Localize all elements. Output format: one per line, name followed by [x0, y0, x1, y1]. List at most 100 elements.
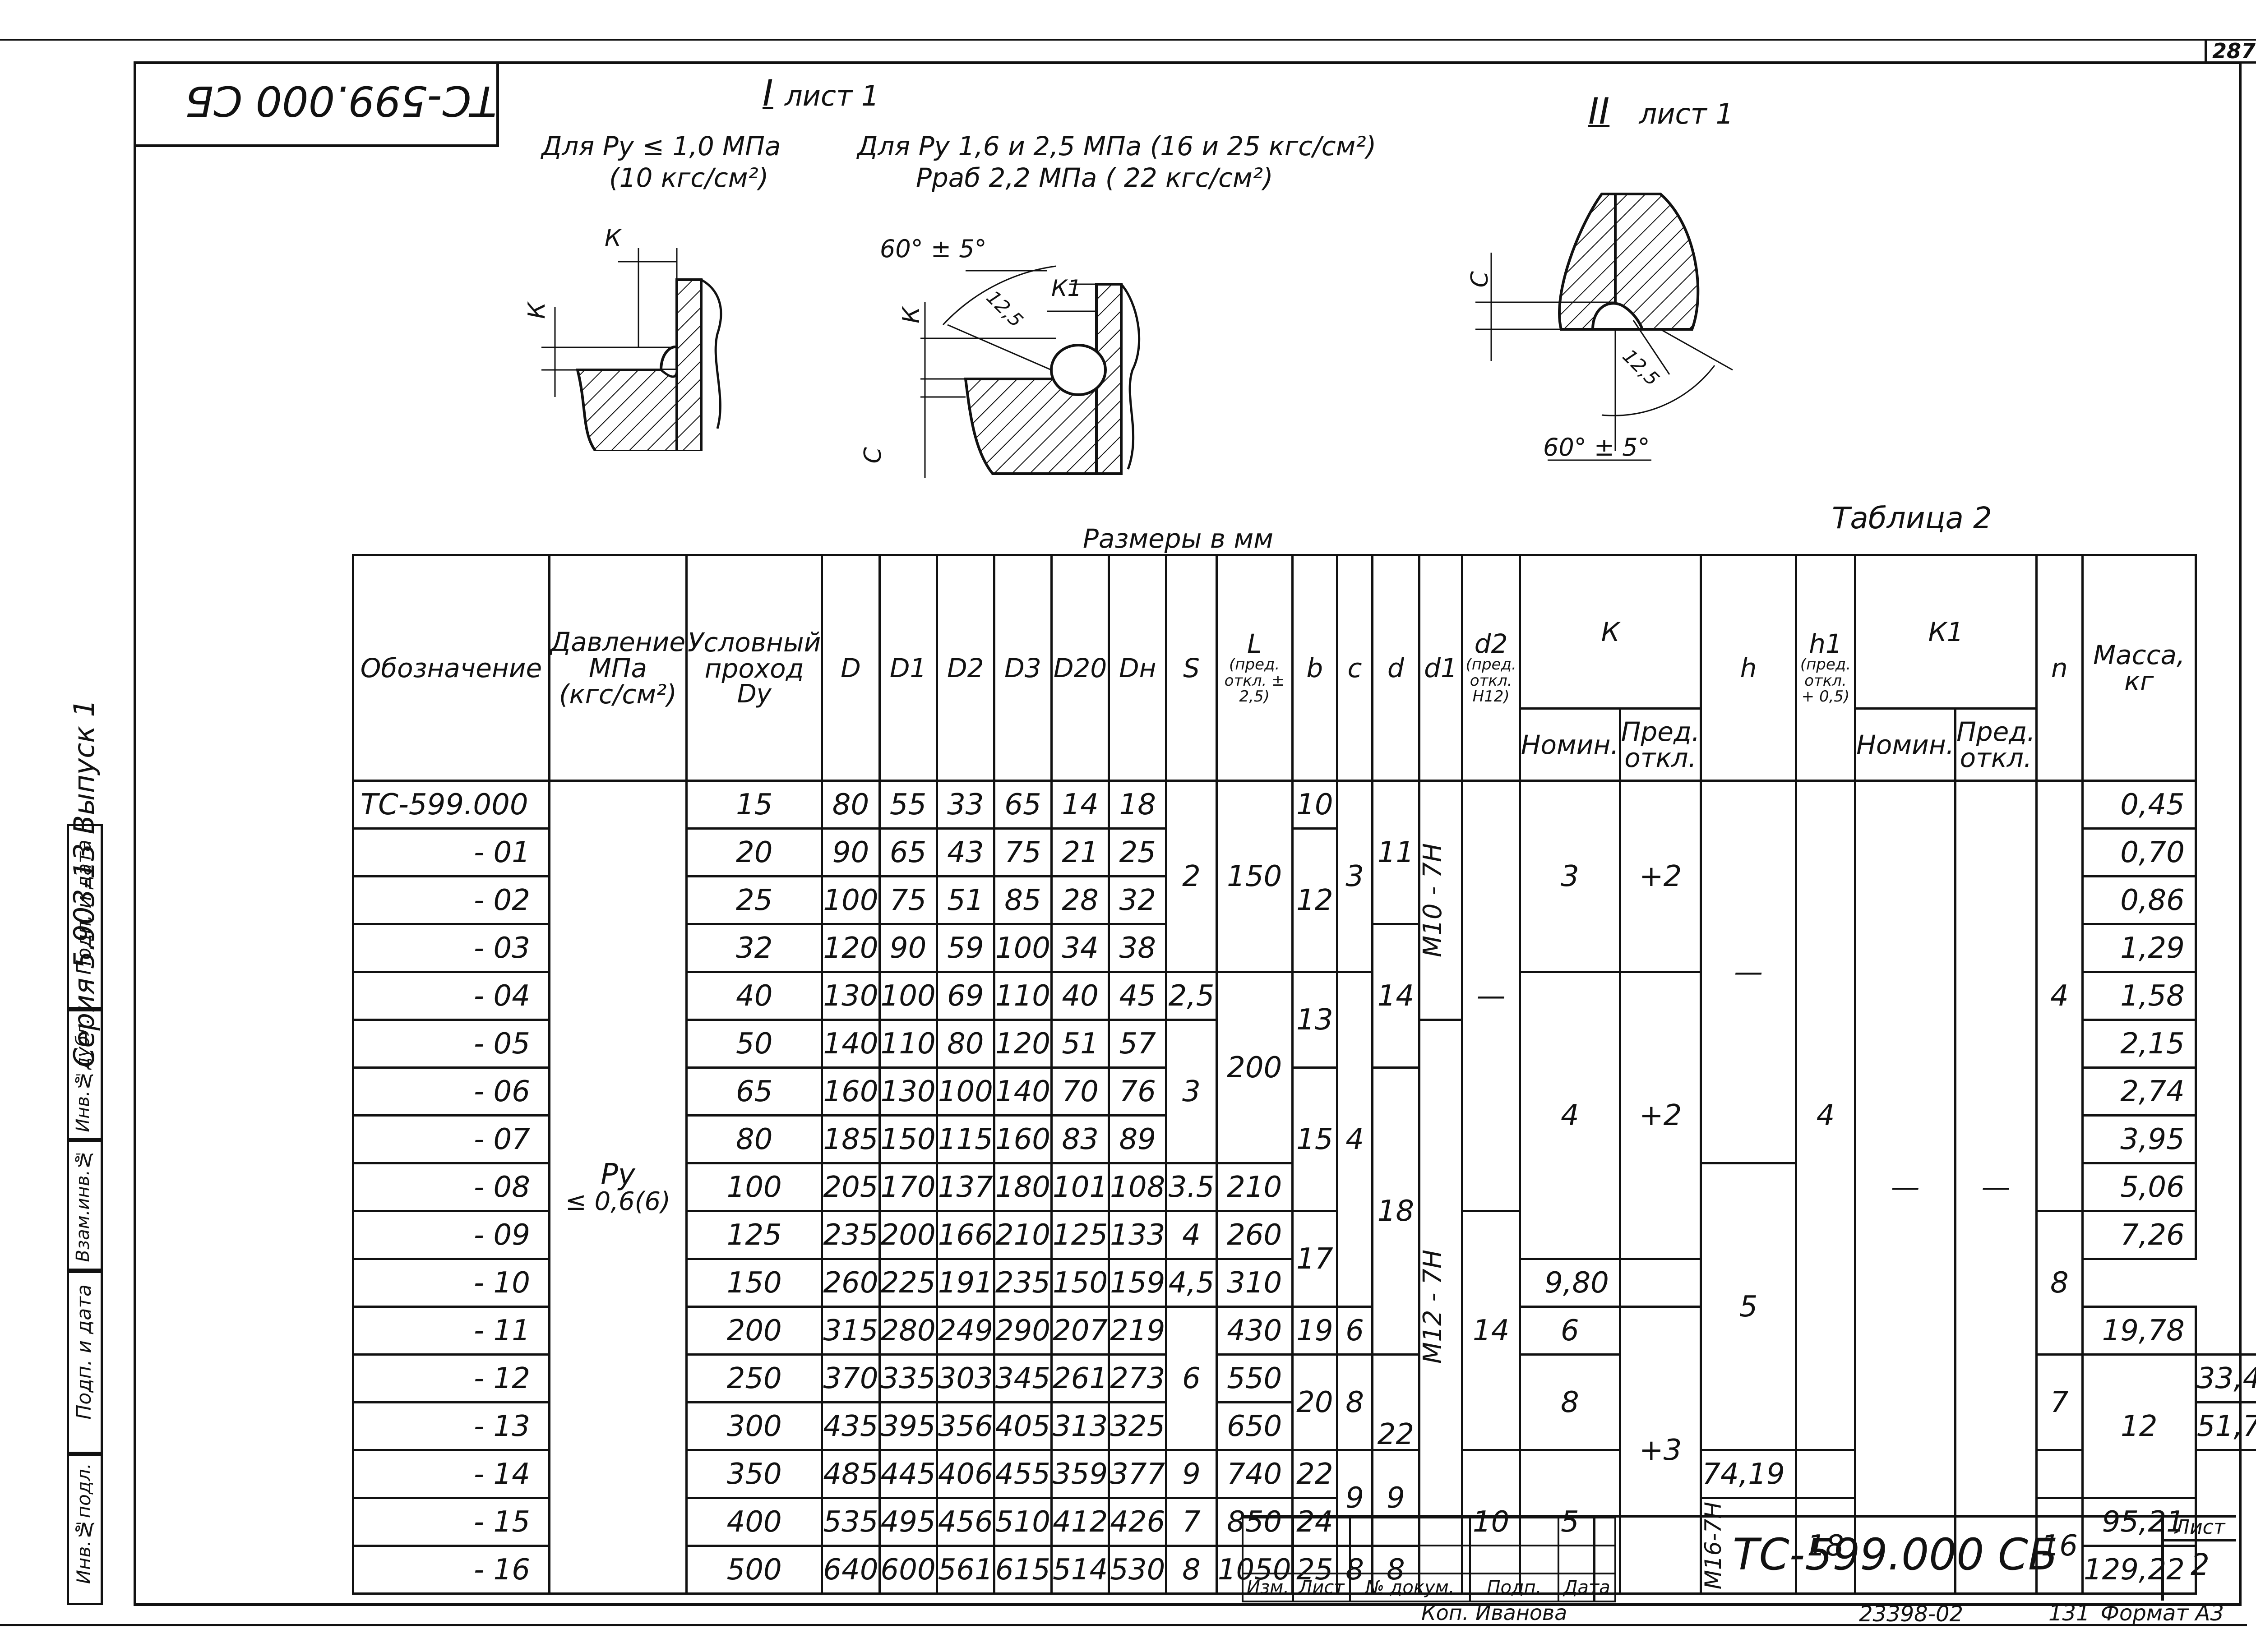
hdr-k-dev: Пред. откл. — [1618, 707, 1702, 782]
cell-D: 120 — [821, 923, 881, 973]
cell-D: 315 — [821, 1306, 881, 1356]
cell-designation: - 11 — [352, 1306, 550, 1356]
cell-k-dev: +2 — [1618, 971, 1702, 1260]
cell-S: 7 — [1165, 1497, 1218, 1547]
title-doc-code: ТС-599.000 СБ — [1733, 1529, 2058, 1580]
cell-D20: 150 — [1050, 1258, 1110, 1308]
hdr-k1: К1 — [1854, 554, 2038, 710]
cell-D1: 445 — [878, 1449, 938, 1499]
dim-c-II: С — [1466, 266, 1493, 293]
cell-Dn: 377 — [1108, 1449, 1168, 1499]
cell-D20: 313 — [1050, 1401, 1110, 1451]
hdr-designation: Обозначение — [352, 554, 550, 782]
cell-L: 200 — [1215, 971, 1294, 1164]
hdr-k1-nom: Номин. — [1854, 707, 1957, 782]
cell-n: 4 — [2035, 780, 2084, 1212]
table-row: - 07 80 185 150 115 160 83 89 3,95 — [352, 1114, 2256, 1164]
cell-dy: 32 — [685, 923, 823, 973]
cell-d2: 14 — [1461, 1210, 1521, 1451]
caption-a-line1: Для Ру ≤ 1,0 МПа — [541, 131, 781, 162]
cell-D1: 600 — [878, 1545, 938, 1595]
cell-D: 435 — [821, 1401, 881, 1451]
cell-dy: 100 — [685, 1162, 823, 1212]
cell-Dn: 89 — [1108, 1114, 1168, 1164]
table-row: - 12 250 370 335 303 345 261 273 550 20 … — [352, 1353, 2256, 1499]
detail-I-weld-a — [541, 248, 722, 451]
hdr-n: n — [2035, 554, 2084, 782]
units-note: Размеры в мм — [1083, 523, 1273, 554]
cell-D20: 34 — [1050, 923, 1110, 973]
cell-k-dev: +3 — [1618, 1306, 1702, 1595]
cell-d: 22 — [1371, 1353, 1420, 1451]
cell-D3: 235 — [993, 1258, 1053, 1308]
table-row: - 08 100 205 170 137 180 101 108 3.5 210… — [352, 1162, 2256, 1451]
drawing-frame — [134, 61, 2242, 1606]
dim-c-I-text: С — [860, 447, 887, 463]
cell-D20: 359 — [1050, 1449, 1110, 1499]
cell-D2: 303 — [935, 1353, 995, 1403]
hdr-S: S — [1165, 554, 1218, 782]
cell-D2: 51 — [935, 875, 995, 925]
table-row: - 03 32 120 90 59 100 34 38 14 1,29 — [352, 923, 2256, 1069]
cell-S: 6 — [1165, 1306, 1218, 1451]
cell-mass: 95,21 — [2081, 1497, 2197, 1547]
side-cell-2: Инв.№дубл. — [67, 1007, 103, 1142]
cell-b: 15 — [1291, 1066, 1339, 1212]
cell-Dn: 219 — [1108, 1306, 1168, 1356]
cell-n: 16 — [2035, 1497, 2084, 1595]
cell-D2: 456 — [935, 1497, 995, 1547]
cell-D2: 100 — [935, 1066, 995, 1117]
cell-b: 20 — [1291, 1353, 1339, 1451]
table-row: - 01 20 90 65 43 75 21 25 12 0,70 — [352, 827, 2256, 973]
side-cell-1: Подп. и дата — [67, 824, 103, 1011]
cell-dy: 40 — [685, 971, 823, 1021]
hdr-k: К — [1518, 554, 1702, 710]
hdr-Dn: Dн — [1108, 554, 1168, 782]
cell-designation: - 12 — [352, 1353, 550, 1403]
cell-mass: 51,76 — [2194, 1401, 2256, 1451]
cell-D1: 395 — [878, 1401, 938, 1451]
cell-D20: 125 — [1050, 1210, 1110, 1260]
cell-Dn: 45 — [1108, 971, 1168, 1021]
cell-D2: 43 — [935, 827, 995, 877]
cell-dy: 400 — [685, 1497, 823, 1547]
table-row: - 04 40 130 100 69 110 40 45 2,5 200 13 … — [352, 971, 2256, 1308]
table-title: Таблица 2 — [1832, 501, 1992, 535]
col-date: Дата — [1558, 1573, 1616, 1602]
cell-b: 19 — [1291, 1306, 1339, 1356]
cell-Dn: 108 — [1108, 1162, 1168, 1212]
hdr-k-nom: Номин. — [1518, 707, 1621, 782]
cell-D20: 207 — [1050, 1306, 1110, 1356]
cell-D20: 514 — [1050, 1545, 1110, 1595]
format-value: Формат А3 — [2100, 1601, 2224, 1626]
col-doc: № докум. — [1349, 1573, 1471, 1602]
cell-Dn: 25 — [1108, 827, 1168, 877]
cell-dy: 500 — [685, 1545, 823, 1595]
roman-I: I — [763, 72, 773, 114]
cell-D1: 280 — [878, 1306, 938, 1356]
cell-designation: - 13 — [352, 1401, 550, 1451]
table-row: - 06 65 160 130 100 140 70 76 15 18 2,74 — [352, 1066, 2256, 1356]
copied-by: Коп. Иванова — [1421, 1601, 1567, 1625]
hdr-d2-text: d2 — [1474, 628, 1508, 659]
page-number: 287 — [2212, 39, 2256, 63]
cell-S: 4 — [1165, 1210, 1218, 1260]
cell-D: 535 — [821, 1497, 881, 1547]
detail-I-caption-a: Для Ру ≤ 1,0 МПа (10 кгс/см²) — [541, 131, 781, 194]
hdr-designation-text: Обозначение — [360, 652, 542, 683]
hdr-dy: Условный проход Dу — [685, 554, 823, 782]
cell-c: 3 — [1336, 780, 1374, 973]
caption-b-line2: Рраб 2,2 МПа ( 22 кгс/см²) — [916, 162, 1273, 193]
sheet-number: 2 — [2191, 1547, 2210, 1582]
table-row: - 15 400 535 495 456 510 412 426 7 850 2… — [352, 1497, 2256, 1595]
hdr-mass: Масса, кг — [2081, 554, 2197, 782]
table-row: ТС-599.000 Ру ≤ 0,6(6) 15 80 55 33 65 14… — [352, 780, 2256, 1595]
hdr-pressure-l1: Давление — [550, 626, 685, 657]
cell-dy: 125 — [685, 1210, 823, 1260]
cell-dy: 20 — [685, 827, 823, 877]
cell-dy: 300 — [685, 1401, 823, 1451]
cell-k1-nom: — — [1854, 780, 1957, 1595]
cell-D20: 28 — [1050, 875, 1110, 925]
cell-D: 130 — [821, 971, 881, 1021]
cell-D20: 261 — [1050, 1353, 1110, 1403]
